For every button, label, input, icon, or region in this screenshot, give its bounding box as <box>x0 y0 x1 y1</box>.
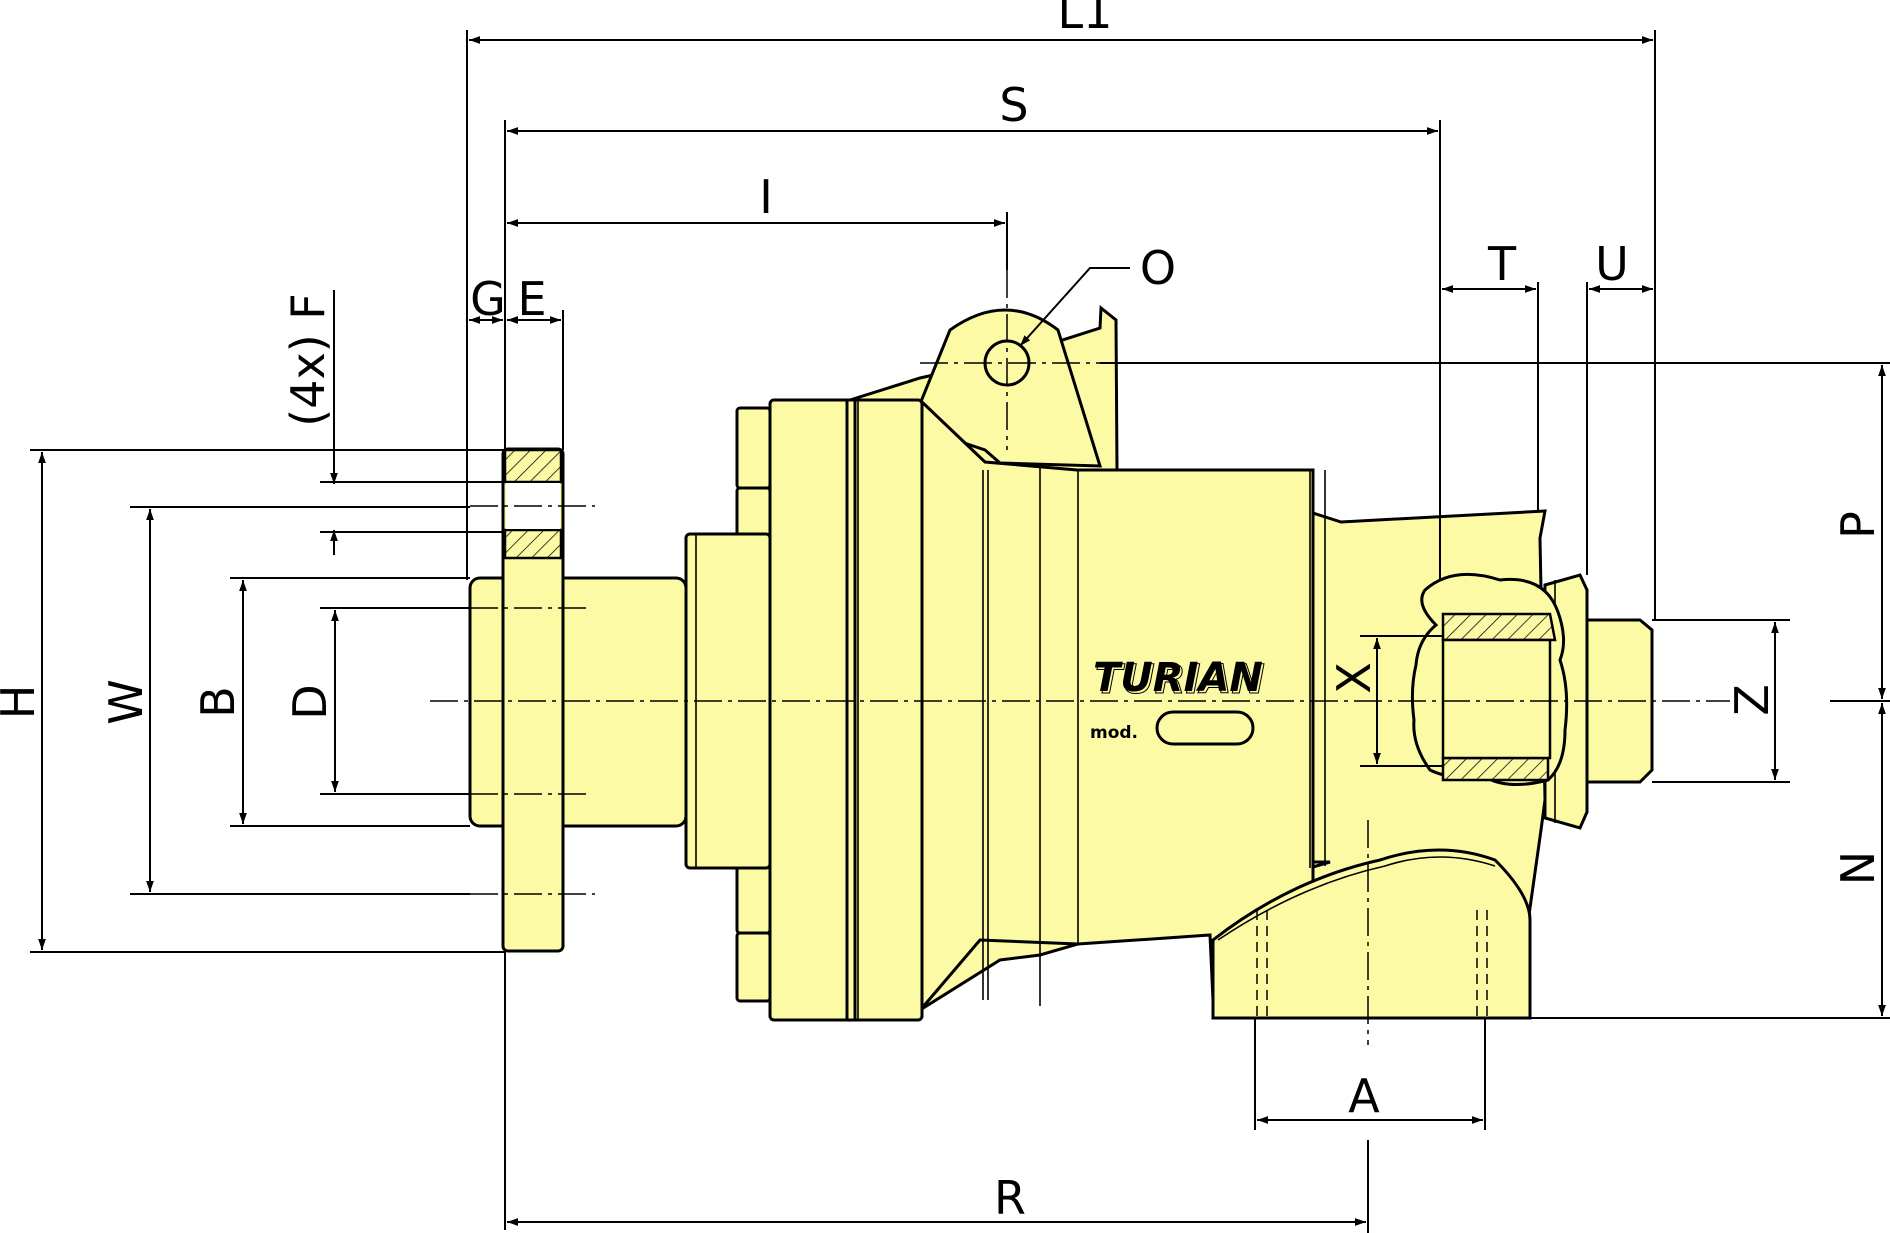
label-B: B <box>191 686 245 718</box>
brand-label: TURIAN TURIAN mod. <box>1090 655 1265 746</box>
section-hatch-top <box>1441 612 1557 642</box>
label-I: I <box>759 170 773 224</box>
side-port <box>1211 848 1532 1020</box>
dimension-lines <box>38 36 1886 1226</box>
label-H: H <box>0 685 45 720</box>
label-W: W <box>99 679 153 724</box>
model-label: mod. <box>1090 723 1138 743</box>
brand-logo: TURIAN <box>1095 657 1265 703</box>
center-lines <box>430 270 1730 1045</box>
model-plate <box>1155 710 1255 746</box>
label-X: X <box>1327 662 1381 694</box>
housing-flange-ring <box>845 398 857 1022</box>
flange-hole-bottom <box>503 528 563 560</box>
label-E: E <box>517 272 546 326</box>
section-hatch-bottom <box>1441 756 1550 782</box>
flange-hole-top <box>503 448 563 484</box>
label-O: O <box>1140 241 1176 295</box>
label-D: D <box>283 684 337 719</box>
hidden-lines <box>1256 910 1488 1018</box>
label-N: N <box>1831 851 1885 885</box>
label-T: T <box>1487 237 1517 291</box>
label-F: (4x) F <box>281 293 335 426</box>
label-S: S <box>999 78 1028 132</box>
label-P: P <box>1831 511 1885 539</box>
brand-logo-fill: TURIAN <box>1093 655 1263 701</box>
label-G: G <box>470 272 506 326</box>
label-R: R <box>994 1171 1026 1225</box>
label-U: U <box>1595 237 1629 291</box>
leader-O <box>1019 267 1130 347</box>
label-Z: Z <box>1725 684 1779 716</box>
joint-body <box>468 304 1654 1022</box>
extension-lines <box>30 30 1890 1233</box>
mounting-lug <box>918 308 1103 468</box>
label-L1: L1 <box>1058 0 1113 39</box>
label-A: A <box>1348 1069 1380 1123</box>
